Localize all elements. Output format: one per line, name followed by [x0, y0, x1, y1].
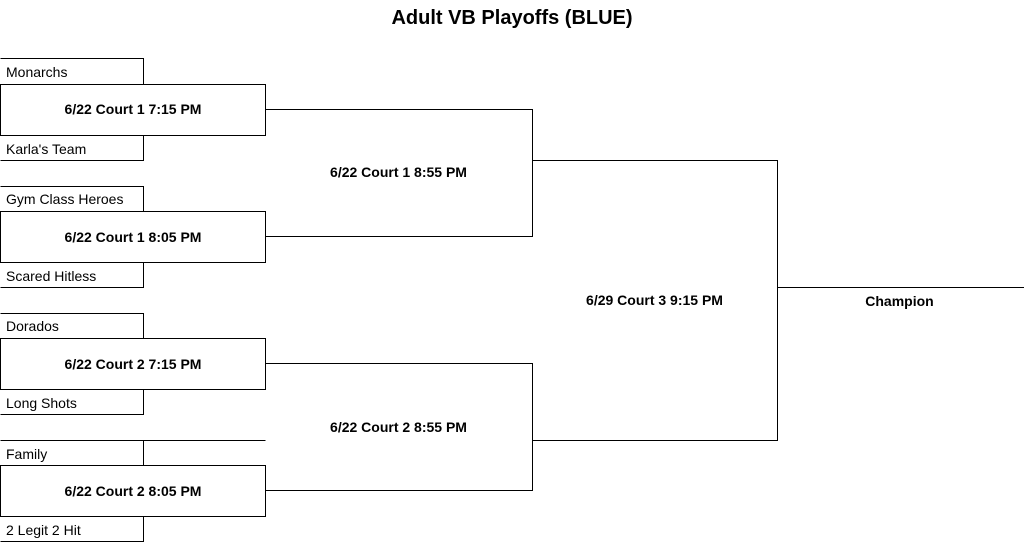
team-slot-3	[0, 186, 144, 212]
team-name: 2 Legit 2 Hit	[6, 522, 81, 538]
bracket-title: Adult VB Playoffs (BLUE)	[391, 7, 633, 29]
game-label-final: 6/29 Court 3 9:15 PM	[586, 292, 723, 308]
team-name: Monarchs	[6, 64, 68, 80]
game-label-r2: 6/22 Court 1 8:55 PM	[330, 164, 467, 180]
team-slot-1	[0, 58, 144, 85]
champion-label: Champion	[865, 293, 934, 309]
game-label-r1: 6/22 Court 2 7:15 PM	[64, 356, 202, 372]
game-label-r1: 6/22 Court 1 8:05 PM	[64, 229, 202, 245]
game-label-r2: 6/22 Court 2 8:55 PM	[330, 419, 467, 435]
team-name: Gym Class Heroes	[6, 191, 124, 207]
team-slot-4	[0, 262, 144, 288]
connector-r2-2	[265, 363, 533, 491]
team-slot-5	[0, 313, 144, 339]
game-label-r1: 6/22 Court 1 7:15 PM	[64, 101, 202, 117]
team-slot-8	[0, 516, 144, 542]
team-name: Long Shots	[6, 395, 77, 411]
team-name: Karla's Team	[6, 141, 87, 157]
connector-r2-1	[265, 109, 533, 237]
team-slot-6	[0, 389, 144, 415]
team-name: Family	[6, 446, 48, 462]
team-name: Scared Hitless	[6, 268, 97, 284]
team-slot-2	[0, 135, 144, 161]
connector-final	[532, 160, 778, 441]
team-name: Dorados	[6, 318, 59, 334]
game-label-r1: 6/22 Court 2 8:05 PM	[64, 483, 202, 499]
